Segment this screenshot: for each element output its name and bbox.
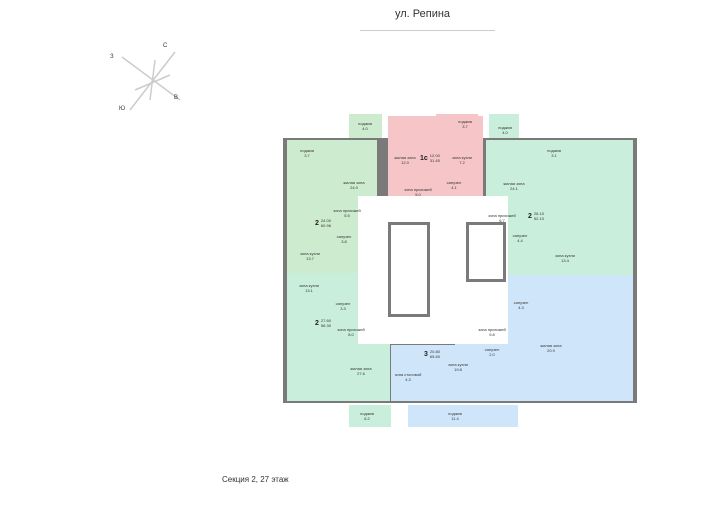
street-line xyxy=(360,30,495,31)
apartment-2a-loggia xyxy=(349,114,382,138)
compass-rose-icon: С З В Ю xyxy=(110,40,200,120)
apartment-3-loggia xyxy=(408,405,518,427)
stairwell xyxy=(388,222,430,317)
compass-south: Ю xyxy=(119,106,126,112)
apartment-2c-loggia xyxy=(349,405,391,427)
floor-caption: Секция 2, 27 этаж xyxy=(222,475,289,484)
street-label: ул. Репина xyxy=(395,8,451,20)
apartment-1c-loggia xyxy=(436,114,478,126)
elevator-shaft xyxy=(466,222,506,282)
apartment-3-main xyxy=(391,345,491,401)
apartment-2b-loggia xyxy=(489,114,519,138)
compass-east: В xyxy=(174,95,179,101)
apartment-1c xyxy=(388,116,483,196)
apartment-2b xyxy=(486,140,633,275)
compass-north: С xyxy=(163,43,168,49)
compass-west: З xyxy=(110,54,114,60)
